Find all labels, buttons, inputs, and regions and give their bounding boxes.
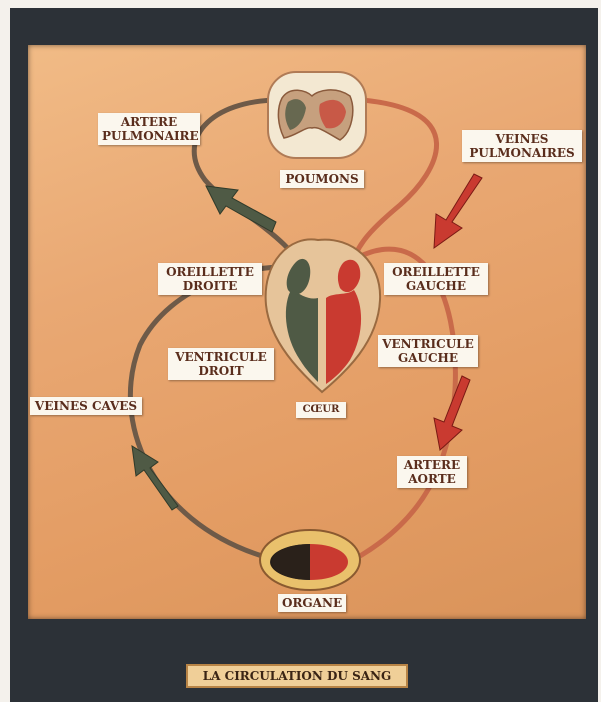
label-organe: ORGANE: [278, 594, 346, 612]
organe-model: [260, 530, 360, 590]
arrow-aorte: [434, 376, 470, 450]
label-artere-aorte: ARTERE AORTE: [397, 456, 467, 488]
arrow-veines-pulmonaires: [434, 174, 482, 248]
label-artere-pulmonaire: ARTERE PULMONAIRE: [98, 113, 200, 145]
label-coeur: CŒUR: [296, 402, 346, 418]
title-plate: LA CIRCULATION DU SANG: [186, 664, 408, 688]
label-ventricule-droit: VENTRICULE DROIT: [168, 348, 274, 380]
coeur-model: [266, 239, 380, 392]
poumons-model: [268, 72, 366, 158]
arrow-veines-caves: [132, 446, 178, 510]
arrow-artere-pulmonaire: [206, 186, 276, 232]
label-oreillette-gauche: OREILLETTE GAUCHE: [384, 263, 488, 295]
label-oreillette-droite: OREILLETTE DROITE: [158, 263, 262, 295]
label-veines-pulmonaires: VEINES PULMONAIRES: [462, 130, 582, 162]
label-poumons: POUMONS: [280, 170, 364, 188]
label-veines-caves: VEINES CAVES: [30, 397, 142, 415]
label-ventricule-gauche: VENTRICULE GAUCHE: [378, 335, 478, 367]
